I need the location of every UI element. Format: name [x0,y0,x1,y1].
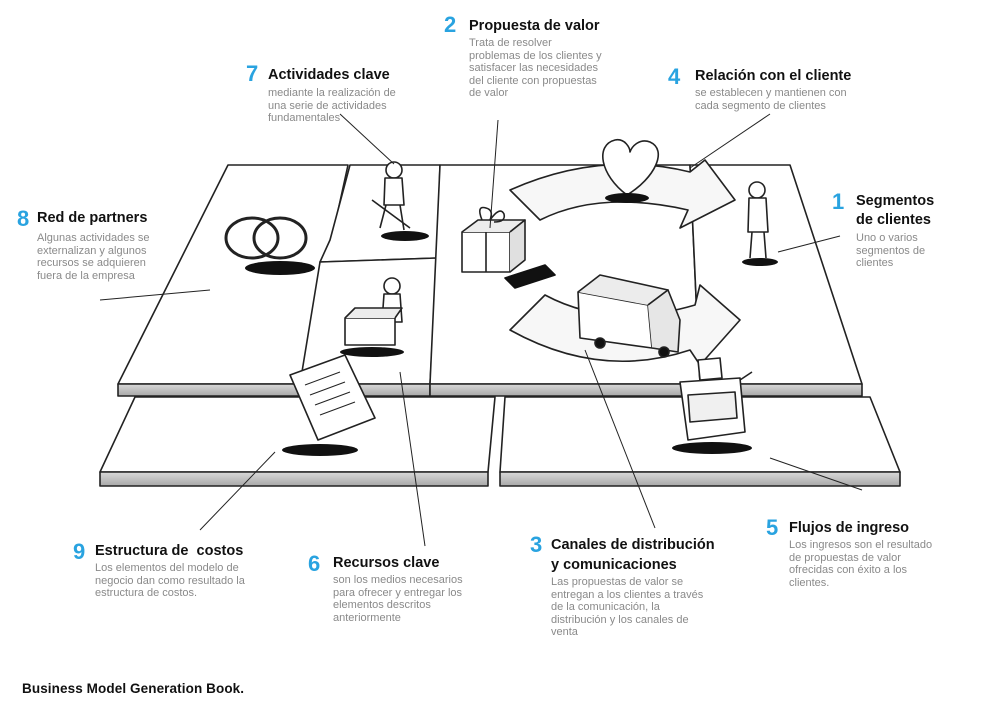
block-description: mediante la realización de una serie de … [268,87,396,125]
cost-structure-tile [99,396,496,487]
worker-icon [371,161,411,231]
cash-register-icon [679,357,753,441]
block-description: Los ingresos son el resultado de propues… [789,539,933,589]
block-description: Las propuestas de valor se entregan a lo… [551,576,704,639]
block-number: 6 [308,551,321,576]
leader-line-7 [339,113,395,165]
block-key-activities: 7 Actividades clave mediante la realizac… [246,63,446,135]
block-key-partners: 8 Red de partners Algunas actividades se… [17,208,207,294]
leader-line-1 [777,235,841,253]
block-value-proposition: 2 Propuesta de valor Trata de resolver p… [444,14,654,119]
block-number: 7 [246,61,259,86]
block-number: 9 [73,539,86,564]
leader-line-4 [689,113,771,169]
leader-line-5 [769,457,863,491]
block-cost-structure: 9 Estructura de costos Los elementos del… [73,541,293,613]
leader-line-9 [199,451,276,531]
block-title: Estructura de costos [95,543,244,559]
block-description: son los medios necesarios para ofrecer y… [333,574,463,624]
block-title: Relación con el cliente [695,68,852,84]
leader-line-6 [399,371,426,547]
customer-person-icon [747,181,769,259]
block-number: 5 [766,515,779,540]
heart-icon [602,138,660,196]
source-caption: Business Model Generation Book. [22,681,245,696]
block-number: 4 [668,64,681,89]
block-description: Algunas actividades se externalizan y al… [37,232,150,282]
leader-line-2 [489,119,499,229]
block-description: Trata de resolver problemas de los clien… [469,37,602,100]
block-title: Canales de distribución y comunicaciones [551,537,715,573]
document-icon [289,354,376,441]
block-title: Actividades clave [268,67,390,83]
block-customer-relationships: 4 Relación con el cliente se establecen … [668,66,898,121]
block-title: Segmentos de clientes [856,193,935,228]
block-number: 2 [444,12,457,37]
block-title: Red de partners [37,210,148,226]
block-title: Recursos clave [333,555,440,571]
gift-box-icon [461,206,526,273]
block-title: Propuesta de valor [469,18,600,34]
truck-icon [577,274,681,358]
rings-icon [224,216,308,260]
block-key-resources: 6 Recursos clave son los medios necesari… [308,553,508,638]
leader-line-8 [99,289,211,301]
block-number: 3 [530,532,543,557]
block-channels: 3 Canales de distribución y comunicacion… [530,534,770,654]
leader-lines [99,113,863,547]
leader-line-3 [584,349,656,529]
block-customer-segments: 1 Segmentos de clientes Uno o varios seg… [832,191,992,281]
block-title: Flujos de ingreso [789,520,910,536]
block-description: Uno o varios segmentos de clientes [856,232,926,270]
resource-person-icon [344,277,403,346]
block-number: 8 [17,206,30,231]
block-revenue-streams: 5 Flujos de ingreso Los ingresos son el … [766,517,986,602]
block-number: 1 [832,189,845,214]
block-description: se establecen y mantienen con cada segme… [695,87,847,112]
block-description: Los elementos del modelo de negocio dan … [95,562,245,600]
